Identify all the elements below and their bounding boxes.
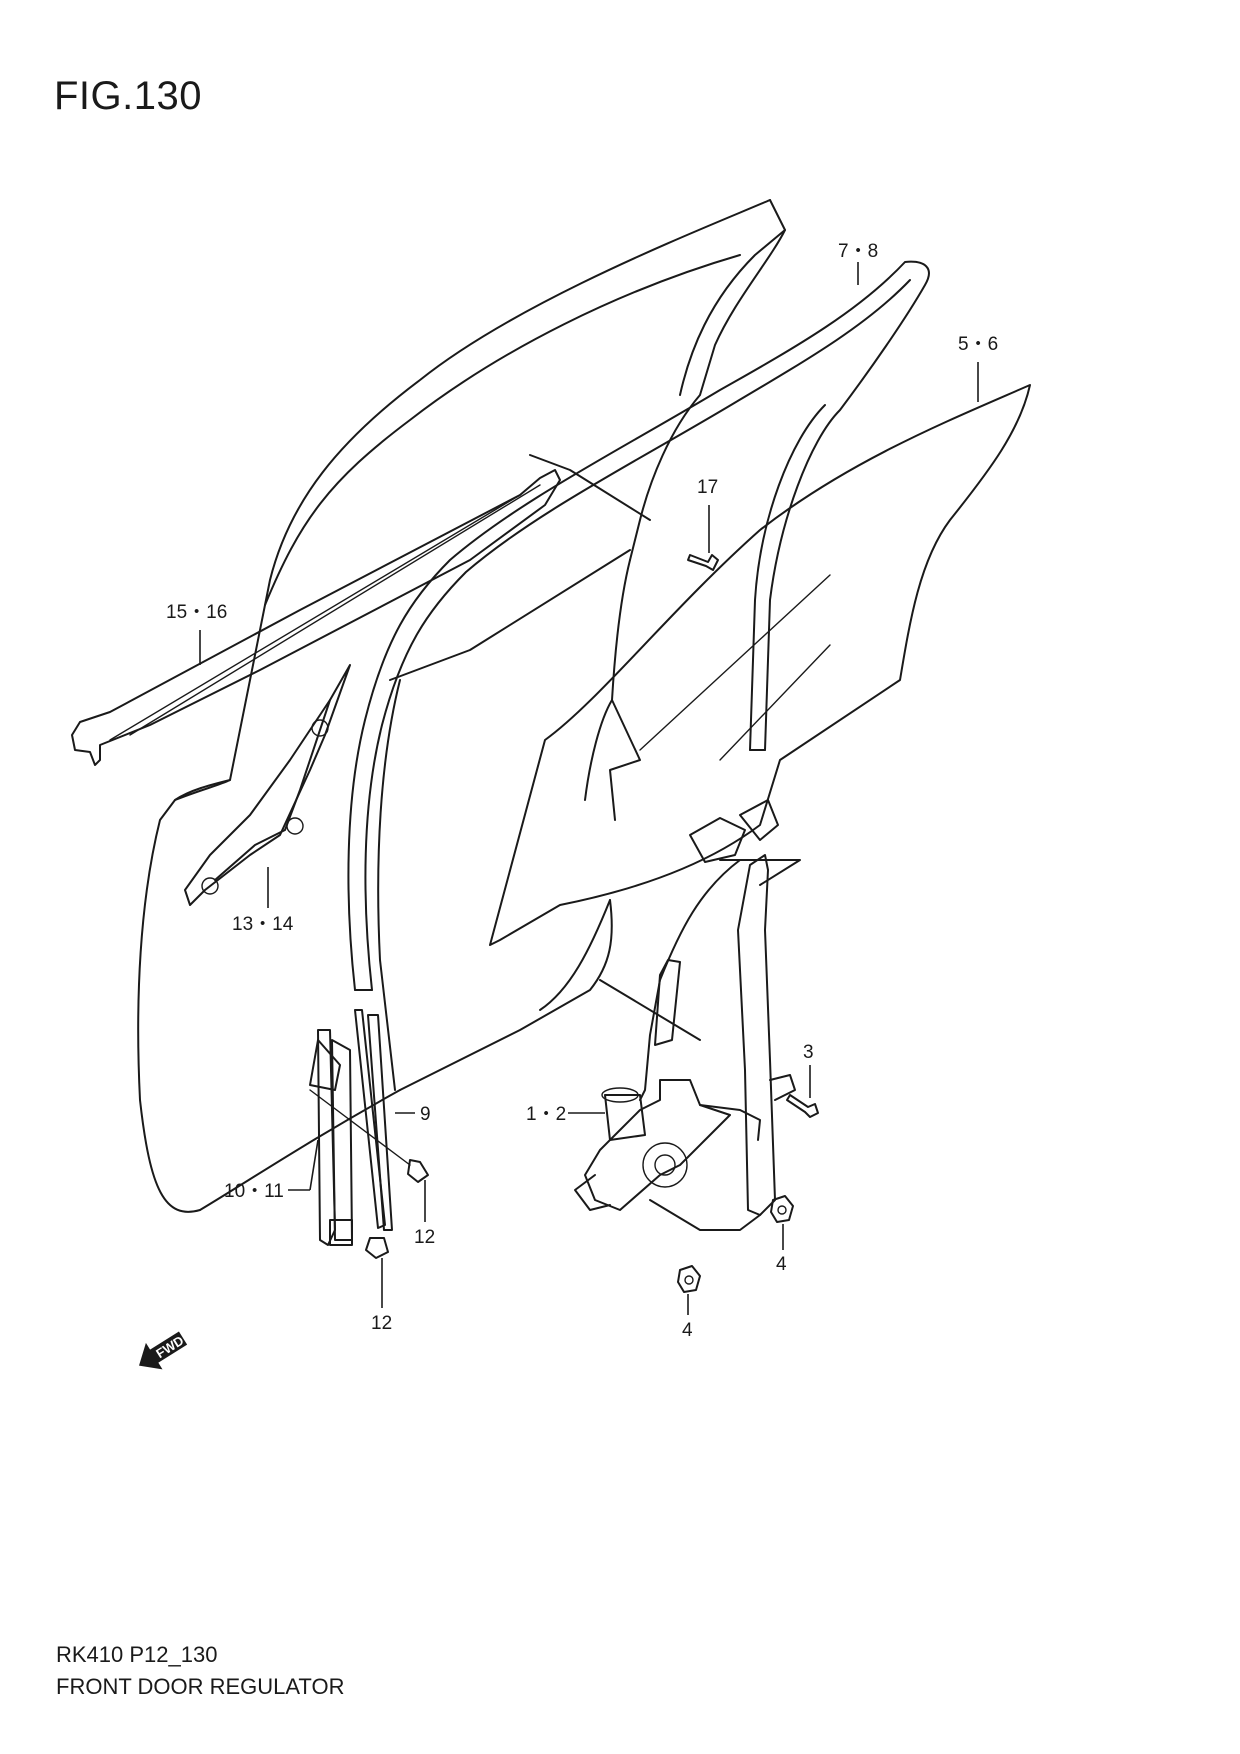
door-sash-quarter [184,664,351,906]
door-frame [137,199,801,1213]
callout-9: 9 [420,1104,431,1125]
front-lower-channel [309,1009,393,1246]
belt-moulding [71,469,561,766]
callout-12-upper: 12 [414,1227,435,1248]
callout-5-6: 5・6 [958,334,998,355]
callout-17: 17 [697,477,718,498]
callout-1-2: 1・2 [526,1104,566,1125]
callout-labels: 7・8 5・6 17 15・16 13・14 3 9 1・2 10・11 12 … [166,241,998,1341]
fasteners [309,554,819,1293]
callout-15-16: 15・16 [166,602,227,623]
callout-13-14: 13・14 [232,914,294,935]
callout-10-11: 10・11 [224,1181,284,1202]
callout-4-lower: 4 [682,1320,693,1341]
callout-4-right: 4 [776,1254,787,1275]
door-glass [489,384,1031,946]
figure-model-code: RK410 P12_130 [56,1642,218,1667]
callout-7-8: 7・8 [838,241,878,262]
figure-name: FRONT DOOR REGULATOR [56,1674,345,1699]
figure-title: FIG.130 [54,74,203,118]
glass-run-channel [347,260,930,991]
callout-3: 3 [803,1042,814,1063]
leader-lines [199,262,979,1315]
window-regulator-assembly [574,854,796,1231]
callout-12-lower: 12 [371,1313,392,1334]
fwd-arrow-icon: FWD [139,1331,188,1370]
